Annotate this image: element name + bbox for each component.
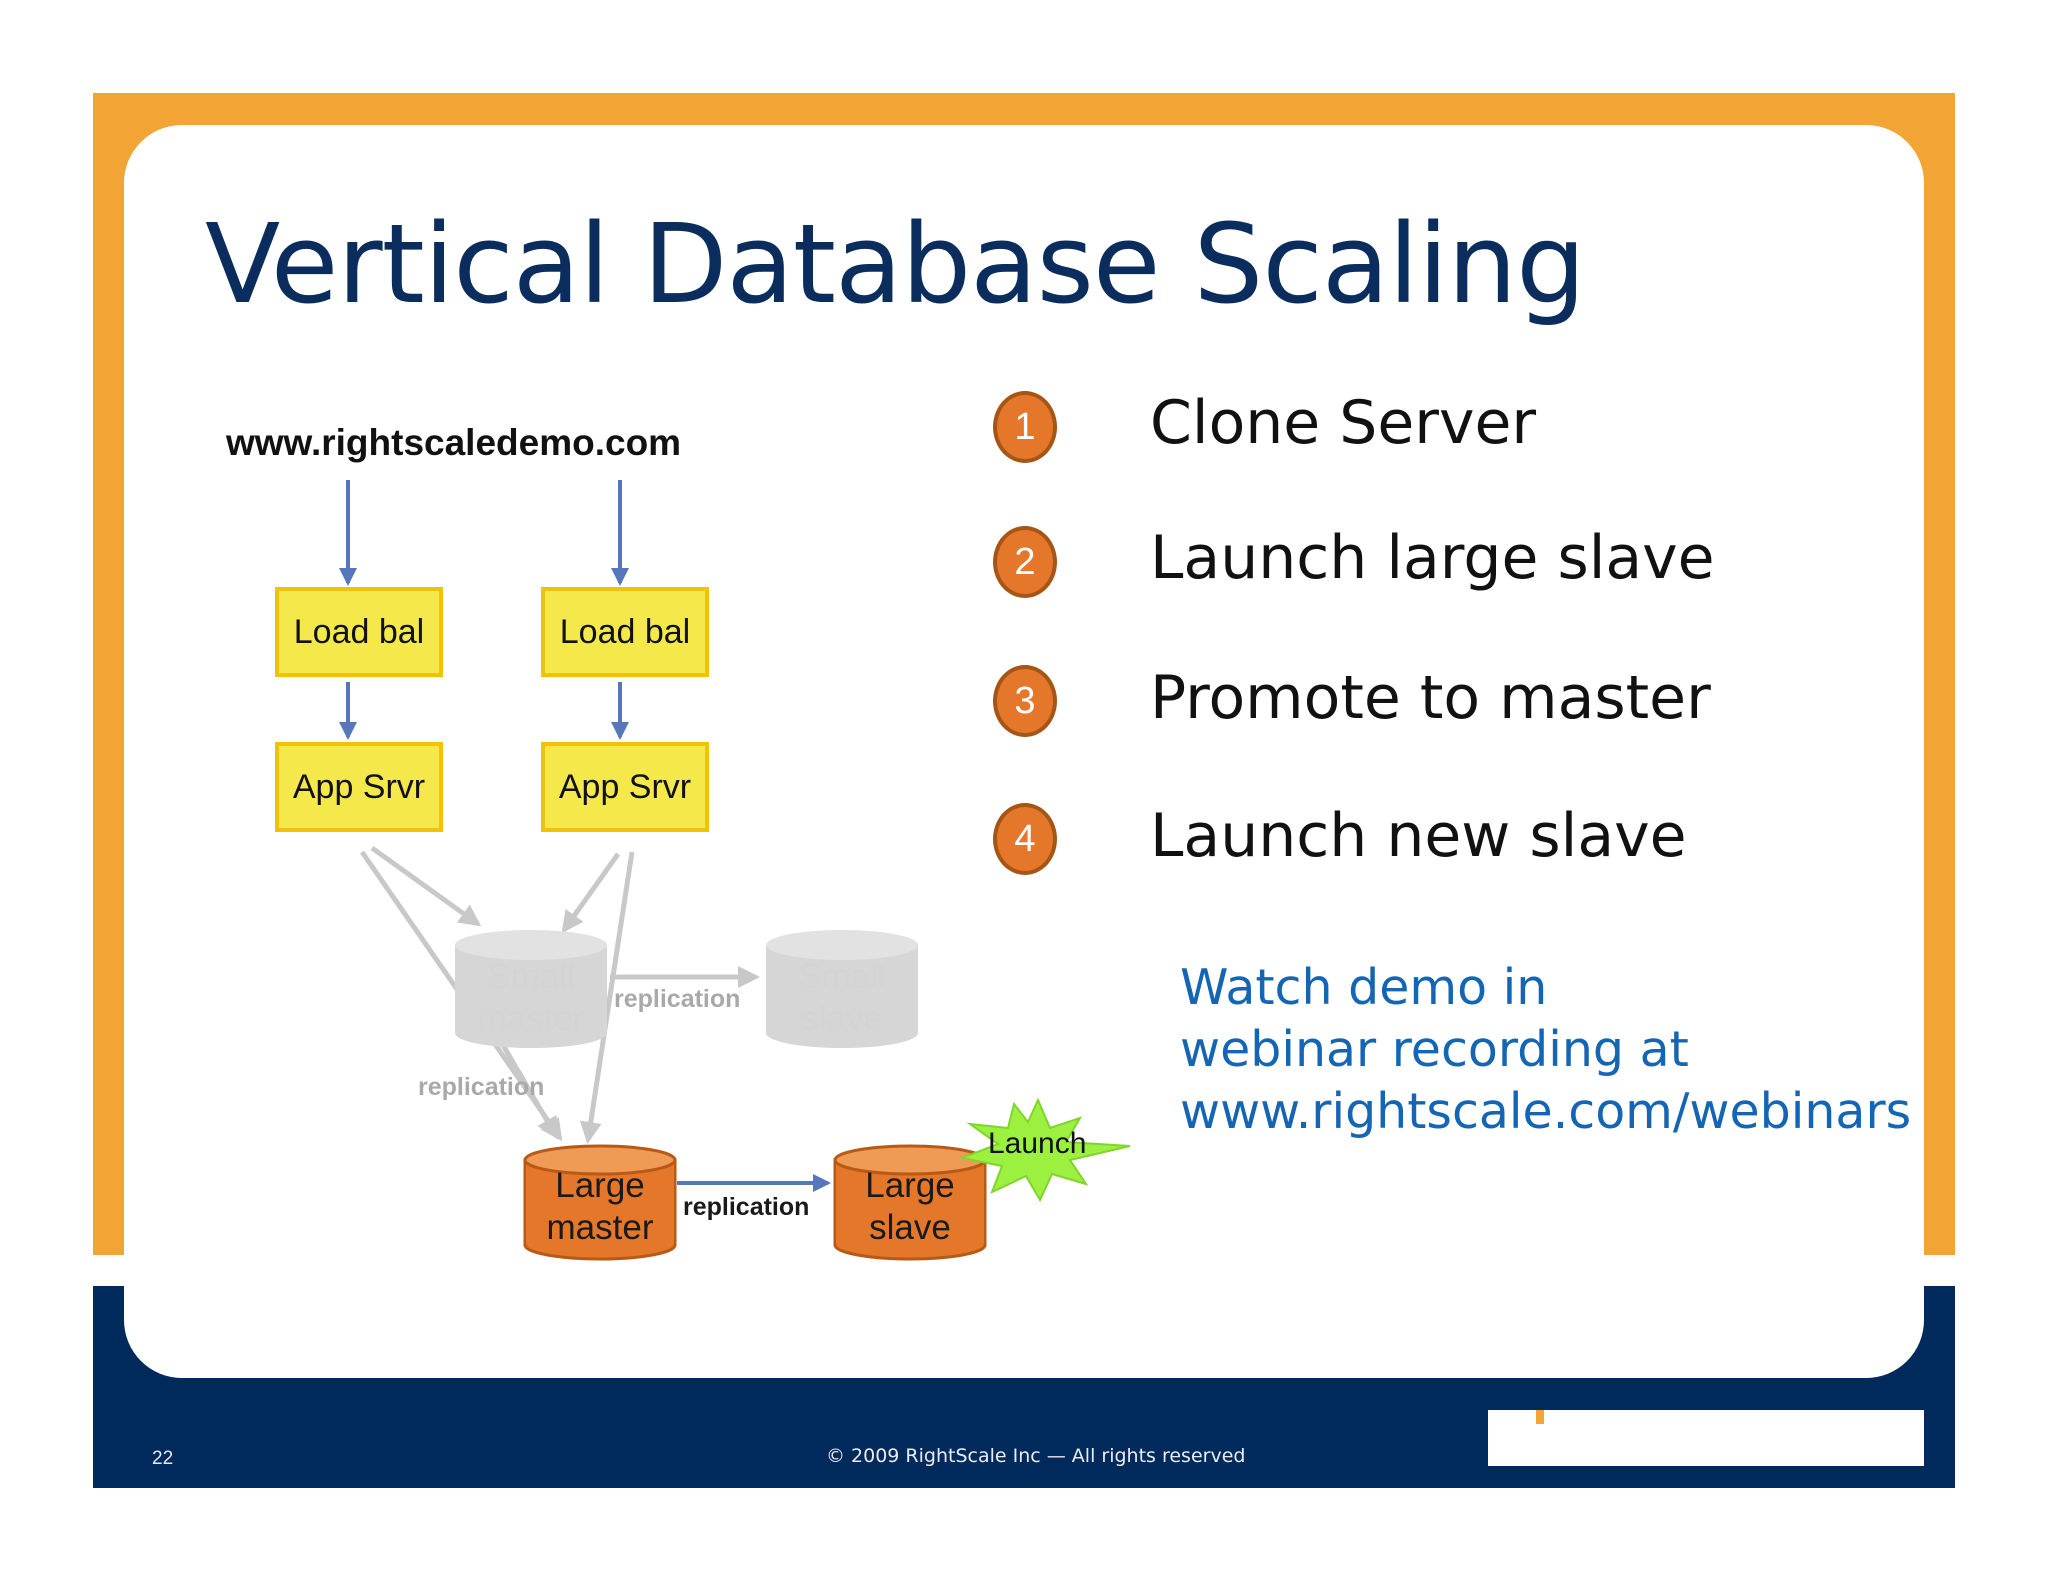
arrow-app2-to-small-master xyxy=(561,852,621,934)
webinar-note-line-2: webinar recording at xyxy=(1180,1021,1689,1078)
webinar-note-line-3: www.rightscale.com/webinars xyxy=(1180,1083,1912,1140)
step-4-badge: 4 xyxy=(993,803,1057,875)
logo-mark-icon xyxy=(1536,1410,1544,1424)
small-master-cylinder xyxy=(455,930,607,1048)
large-master-line2: master xyxy=(546,1208,654,1247)
copyright-notice: © 2009 RightScale Inc — All rights reser… xyxy=(826,1445,1246,1467)
small-master-line1: Small xyxy=(487,957,575,996)
app-server-2: App Srvr xyxy=(541,742,709,832)
small-slave-label: Small slave xyxy=(766,956,918,1040)
small-slave-cylinder xyxy=(766,930,918,1048)
small-master-label: Small master xyxy=(455,956,607,1040)
step-1-label: Clone Server xyxy=(1150,388,1537,458)
small-replication-label: replication xyxy=(614,985,741,1013)
step-2-label: Launch large slave xyxy=(1150,523,1715,593)
step-4-label: Launch new slave xyxy=(1150,801,1687,871)
slide-title: Vertical Database Scaling xyxy=(205,200,1586,328)
large-master-line1: Large xyxy=(555,1166,645,1205)
app-server-1: App Srvr xyxy=(275,742,443,832)
step-3-badge: 3 xyxy=(993,665,1057,737)
step-3-label: Promote to master xyxy=(1150,663,1711,733)
launch-starburst xyxy=(958,1097,1131,1203)
large-replication-label: replication xyxy=(683,1193,810,1221)
small-slave-line2: slave xyxy=(801,999,883,1038)
small-master-line2: master xyxy=(477,999,585,1038)
large-slave-cylinder xyxy=(833,1144,987,1261)
large-master-label: Large master xyxy=(525,1165,675,1249)
master-replication-label: replication xyxy=(418,1073,545,1101)
arrow-small-master-to-large-master xyxy=(497,1038,559,1140)
step-1-badge: 1 xyxy=(993,391,1057,463)
demo-url: www.rightscaledemo.com xyxy=(226,422,682,463)
arrow-app2-to-large-master xyxy=(579,851,635,1144)
logo-area xyxy=(1488,1410,1924,1466)
step-2-badge: 2 xyxy=(993,526,1057,598)
large-slave-line2: slave xyxy=(869,1208,951,1247)
load-balancer-1: Load bal xyxy=(275,587,443,677)
large-slave-line1: Large xyxy=(865,1166,955,1205)
launch-label: Launch xyxy=(988,1127,1087,1160)
webinar-note-line-1: Watch demo in xyxy=(1180,959,1548,1016)
arrow-app1-to-small-master xyxy=(370,845,482,927)
large-master-cylinder xyxy=(523,1144,677,1261)
load-balancer-2: Load bal xyxy=(541,587,709,677)
small-slave-line1: Small xyxy=(798,957,886,996)
large-slave-label: Large slave xyxy=(835,1165,985,1249)
page-number: 22 xyxy=(152,1448,174,1469)
